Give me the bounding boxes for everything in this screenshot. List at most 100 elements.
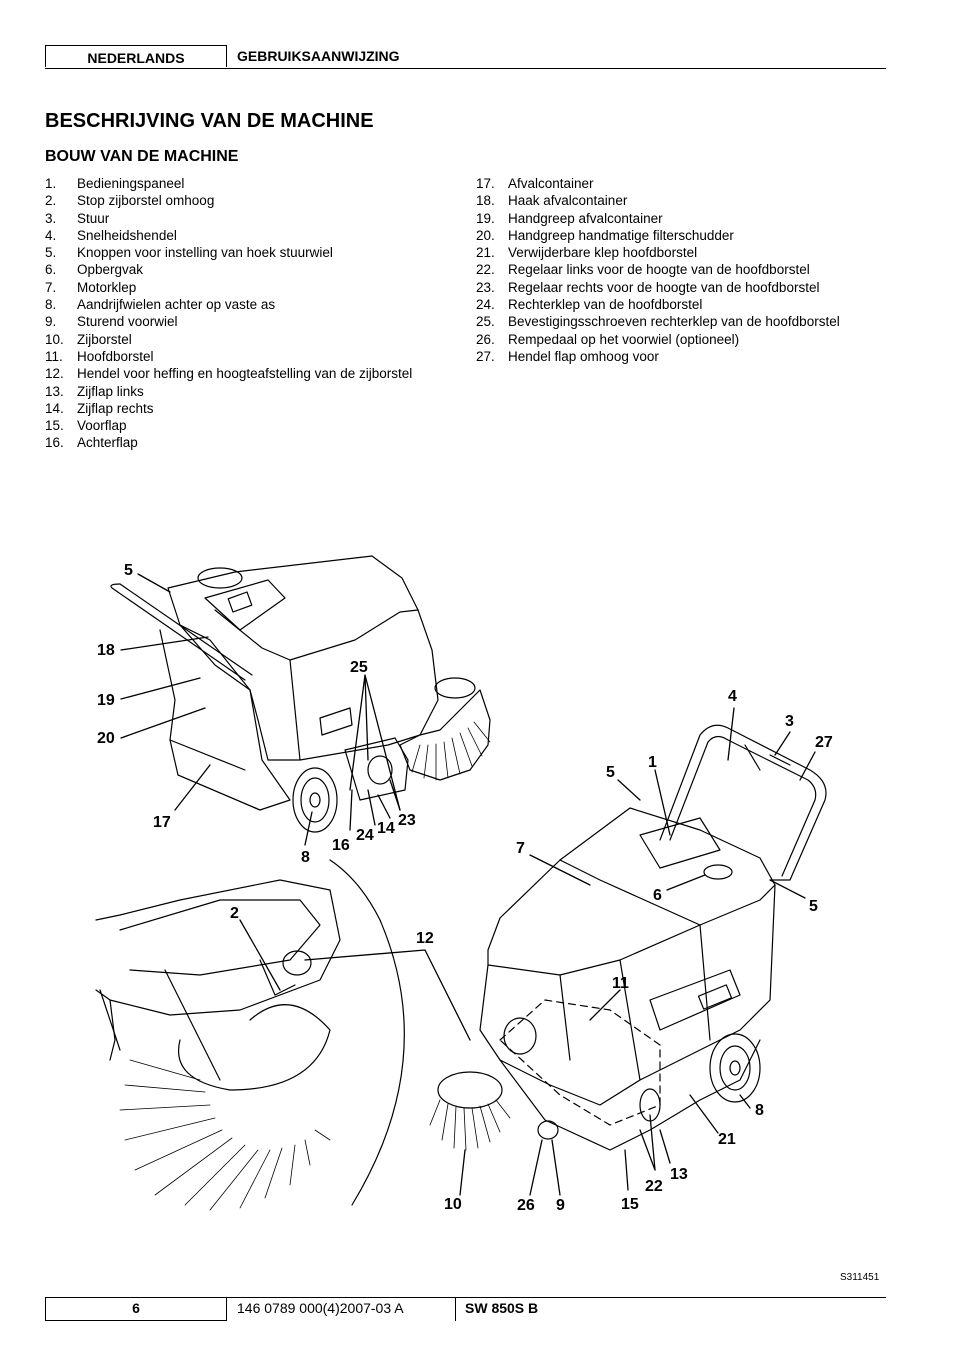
part-number: 146 0789 000(4)2007-03 A bbox=[237, 1300, 404, 1316]
item-number: 23. bbox=[476, 279, 495, 295]
section-title: BESCHRIJVING VAN DE MACHINE bbox=[45, 110, 374, 132]
parts-list-item: 25. Bevestigingsschroeven rechterklep van… bbox=[476, 313, 840, 330]
callout-8-a: 8 bbox=[301, 849, 310, 866]
item-number: 20. bbox=[476, 227, 495, 243]
item-number: 7. bbox=[45, 279, 57, 295]
item-number: 1. bbox=[45, 176, 57, 191]
callout-5-a: 5 bbox=[124, 562, 133, 579]
callout-2: 2 bbox=[230, 905, 239, 922]
item-label: Hoofdborstel bbox=[77, 348, 154, 364]
item-number: 24. bbox=[476, 297, 495, 313]
callout-7: 7 bbox=[516, 840, 525, 857]
parts-list-item: 1. Bedieningspaneel bbox=[45, 175, 412, 192]
item-number: 11. bbox=[45, 348, 63, 364]
parts-list-item: 3. Stuur bbox=[45, 210, 412, 227]
callout-20: 20 bbox=[97, 730, 115, 747]
callout-4: 4 bbox=[728, 688, 737, 705]
item-label: Stuur bbox=[77, 210, 110, 226]
item-number: 25. bbox=[476, 314, 495, 330]
callout-6: 6 bbox=[653, 887, 662, 904]
item-label: Knoppen voor instelling van hoek stuurwi… bbox=[77, 245, 333, 261]
item-number: 12. bbox=[45, 366, 64, 382]
document-type: GEBRUIKSAANWIJZING bbox=[237, 48, 400, 64]
item-number: 3. bbox=[45, 210, 57, 226]
callout-leaders bbox=[120, 573, 816, 1196]
figure-code: S311451 bbox=[840, 1272, 880, 1283]
item-number: 9. bbox=[45, 314, 57, 330]
item-number: 21. bbox=[476, 245, 495, 261]
callout-5-b: 5 bbox=[606, 764, 615, 781]
callout-19: 19 bbox=[97, 692, 115, 709]
item-label: Verwijderbare klep hoofdborstel bbox=[508, 245, 698, 261]
item-label: Rechterklep van de hoofdborstel bbox=[508, 297, 703, 313]
callout-9: 9 bbox=[556, 1197, 565, 1214]
item-label: Motorklep bbox=[77, 279, 137, 295]
callout-13: 13 bbox=[670, 1166, 688, 1183]
item-label: Sturend voorwiel bbox=[77, 314, 178, 330]
item-number: 27. bbox=[476, 348, 495, 364]
callout-23: 23 bbox=[398, 812, 416, 829]
parts-list-item: 10.Zijborstel bbox=[45, 331, 412, 348]
callout-5-c: 5 bbox=[809, 898, 818, 915]
parts-list-item: 13. Zijflap links bbox=[45, 383, 412, 400]
callout-24: 24 bbox=[356, 827, 374, 844]
parts-list-item: 15. Voorflap bbox=[45, 417, 412, 434]
item-label: Handgreep handmatige filterschudder bbox=[508, 227, 734, 243]
parts-list-item: 4. Snelheidshendel bbox=[45, 227, 412, 244]
item-label: Haak afvalcontainer bbox=[508, 193, 628, 209]
item-label: Zijflap links bbox=[77, 383, 144, 399]
callout-14: 14 bbox=[377, 820, 395, 837]
callout-8-b: 8 bbox=[755, 1102, 764, 1119]
parts-list-item: 2.Stop zijborstel omhoog bbox=[45, 192, 412, 209]
rear-view-drawing bbox=[110, 555, 491, 833]
callout-1: 1 bbox=[648, 754, 657, 771]
item-label: Afvalcontainer bbox=[508, 176, 594, 191]
item-label: Bevestigingsschroeven rechterklep van de… bbox=[508, 314, 840, 330]
item-number: 15. bbox=[45, 418, 64, 434]
parts-list-item: 19.Handgreep afvalcontainer bbox=[476, 210, 840, 227]
subsection-title: BOUW VAN DE MACHINE bbox=[45, 148, 239, 165]
parts-list-item: 18.Haak afvalcontainer bbox=[476, 192, 840, 209]
item-label: Zijflap rechts bbox=[77, 400, 154, 416]
callout-16: 16 bbox=[332, 837, 350, 854]
item-label: Voorflap bbox=[77, 418, 127, 434]
item-label: Opbergvak bbox=[77, 262, 144, 278]
callout-25: 25 bbox=[350, 659, 368, 676]
side-brush-detail-drawing bbox=[95, 859, 405, 1211]
item-number: 13. bbox=[45, 383, 64, 399]
item-number: 26. bbox=[476, 331, 495, 347]
parts-list-item: 21. Verwijderbare klep hoofdborstel bbox=[476, 244, 840, 261]
item-label: Aandrijfwielen achter op vaste as bbox=[77, 297, 276, 313]
page-header: NEDERLANDS GEBRUIKSAANWIJZING bbox=[45, 45, 886, 69]
item-number: 6. bbox=[45, 262, 57, 278]
front-view-drawing bbox=[429, 724, 827, 1151]
callout-numbers: 5 18 19 20 17 8 16 24 14 23 25 4 3 27 5 … bbox=[97, 562, 833, 1214]
callout-18: 18 bbox=[97, 642, 115, 659]
parts-list-item: 24. Rechterklep van de hoofdborstel bbox=[476, 296, 840, 313]
parts-list-item: 7. Motorklep bbox=[45, 279, 412, 296]
parts-list-item: 27.Hendel flap omhoog voor bbox=[476, 348, 840, 365]
callout-12: 12 bbox=[416, 930, 434, 947]
item-number: 17. bbox=[476, 176, 495, 191]
language-label: NEDERLANDS bbox=[45, 45, 227, 67]
parts-list-item: 6. Opbergvak bbox=[45, 261, 412, 278]
item-label: Zijborstel bbox=[77, 331, 132, 347]
callout-3: 3 bbox=[785, 713, 794, 730]
item-number: 8. bbox=[45, 297, 57, 313]
item-label: Snelheidshendel bbox=[77, 227, 177, 243]
callout-17: 17 bbox=[153, 814, 171, 831]
item-number: 4. bbox=[45, 227, 57, 243]
parts-list-item: 12.Hendel voor heffing en hoogteafstelli… bbox=[45, 365, 412, 382]
parts-list-item: 20. Handgreep handmatige filterschudder bbox=[476, 227, 840, 244]
callout-22: 22 bbox=[645, 1178, 663, 1195]
parts-list-item: 8. Aandrijfwielen achter op vaste as bbox=[45, 296, 412, 313]
footer-divider bbox=[455, 1298, 456, 1321]
item-label: Regelaar links voor de hoogte van de hoo… bbox=[508, 262, 810, 278]
parts-list-item: 14.Zijflap rechts bbox=[45, 400, 412, 417]
parts-list-item: 5.Knoppen voor instelling van hoek stuur… bbox=[45, 244, 412, 261]
callout-15: 15 bbox=[621, 1196, 639, 1213]
parts-list-item: 9. Sturend voorwiel bbox=[45, 313, 412, 330]
item-label: Bedieningspaneel bbox=[77, 176, 185, 191]
